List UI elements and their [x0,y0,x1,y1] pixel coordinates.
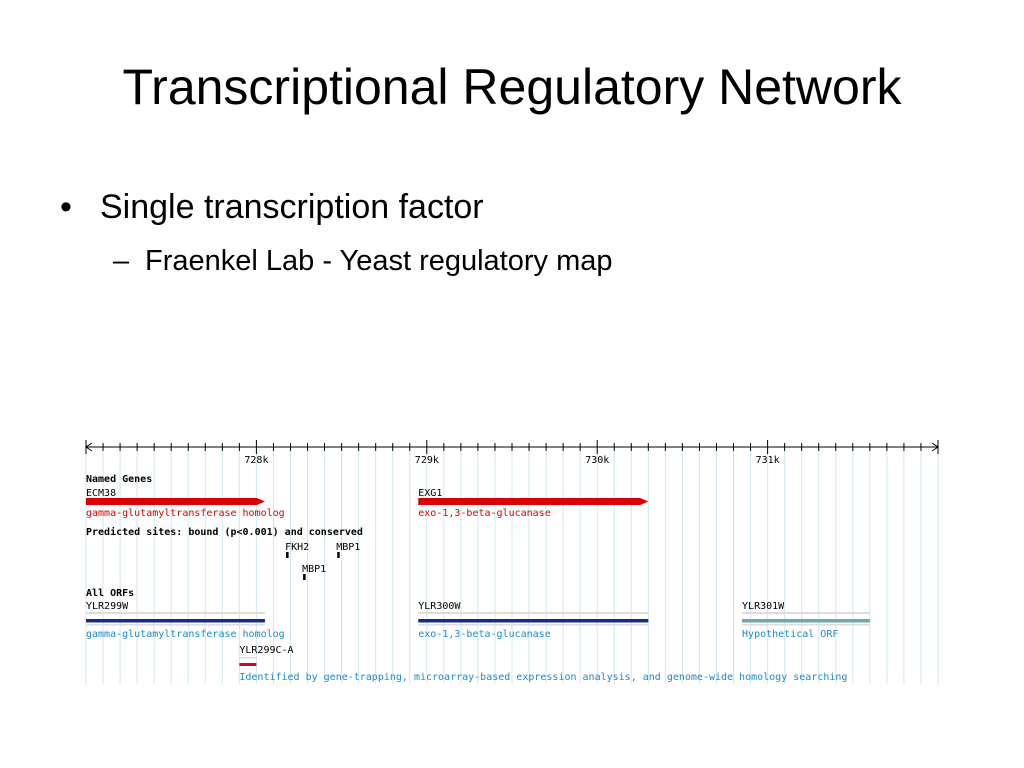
orf-shadow-line [86,612,265,614]
orf-bar [86,619,265,623]
orf-description: exo-1,3-beta-glucanase [418,629,550,640]
gene-arrow [418,498,649,505]
sub-bullet-marker: – [113,245,130,277]
gene-name: ECM38 [86,488,116,499]
binding-site-label: MBP1 [336,542,360,553]
orf-shadow-line [742,612,870,614]
binding-site-label: FKH2 [285,542,309,553]
small-orf-description: Identified by gene-trapping, microarray-… [239,672,847,683]
bullet-item: • Single transcription factor [60,188,484,227]
orf-name: YLR299W [86,601,129,612]
binding-site-label: MBP1 [302,564,326,575]
position-axis: 728k 729k 730k 731k [85,440,939,466]
orf-shadow-line [86,624,265,626]
predicted-sites-heading: Predicted sites: bound (p<0.001) and con… [86,526,363,538]
orf-description: Hypothetical ORF [742,629,838,640]
named-genes-heading: Named Genes [86,474,152,485]
orf-bar [742,619,870,623]
grid-lines [85,450,939,684]
sub-bullet-item: –Fraenkel Lab - Yeast regulatory map [113,245,613,278]
genome-map: 728k 729k 730k 731k Named Genes ECM38 gamma-… [85,440,939,684]
orf-description: gamma-glutamyltransferase homolog [86,629,285,640]
tick-label: 728k [244,455,268,466]
orf-bar [418,619,649,623]
axis-arrow-left [85,442,93,452]
all-orfs-heading: All ORFs [86,588,134,599]
slide-title: Transcriptional Regulatory Network [122,59,902,115]
sub-bullet-text: Fraenkel Lab - Yeast regulatory map [145,245,613,277]
binding-site-mark [286,552,289,558]
orf-shadow-line [418,624,649,626]
orf-name: YLR300W [418,601,461,612]
bullet-text: Single transcription factor [100,188,484,226]
bullet-marker: • [60,188,72,226]
tick-label: 729k [415,455,439,466]
all-orfs-track: YLR299W gamma-glutamyltransferase homolog… [86,601,870,683]
binding-site-mark [337,552,340,558]
named-genes-track: ECM38 gamma-glutamyltransferase homolog EX… [86,488,649,519]
tick-label: 731k [756,455,780,466]
gene-description: exo-1,3-beta-glucanase [418,508,550,519]
tick-label: 730k [585,455,609,466]
orf-shadow-line [742,624,870,626]
gene-arrow [86,498,265,505]
gene-name: EXG1 [418,488,442,499]
orf-shadow-line [239,657,257,659]
orf-shadow-line [418,612,649,614]
binding-site-mark [303,574,306,580]
orf-name: YLR301W [742,601,785,612]
small-orf-name: YLR299C-A [239,645,293,656]
small-orf-bar [239,663,257,666]
gene-description: gamma-glutamyltransferase homolog [86,508,285,519]
axis-arrow-right [931,442,939,452]
